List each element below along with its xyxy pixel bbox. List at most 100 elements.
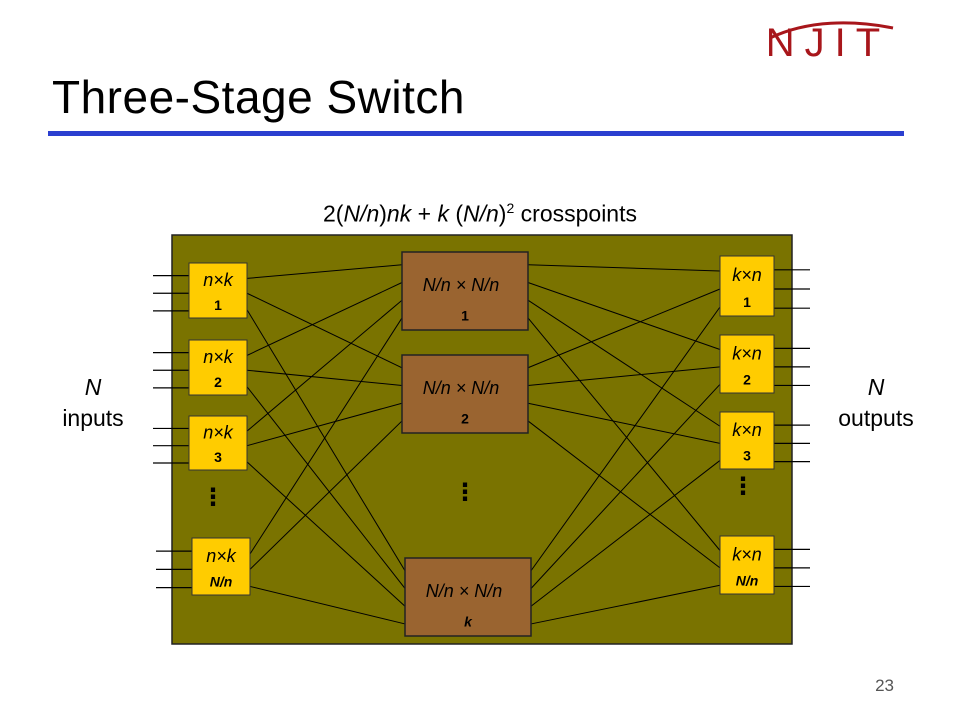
third-stage-switch-index: N/n: [736, 572, 759, 588]
first-stage-switch-index: 3: [214, 449, 222, 465]
link-middle-to-third: [530, 584, 721, 625]
first-stage-switch-label: n×k: [203, 347, 234, 367]
link-middle-to-third: [530, 460, 721, 607]
link-middle-to-third: [530, 306, 721, 572]
link-first-to-middle: [246, 309, 406, 572]
third-stage-switch: k×n 3: [719, 411, 775, 470]
formula-part: crosspoints: [514, 200, 637, 227]
formula-part: nk: [386, 200, 412, 227]
first-stage-switch: n×k 2: [188, 339, 248, 396]
link-middle-to-third: [527, 317, 721, 551]
formula-part: 2(: [323, 200, 344, 227]
link-middle-to-third: [527, 420, 721, 569]
njit-logo: NJIT: [766, 21, 894, 65]
middle-stage-switch-label: N/n × N/n: [423, 275, 500, 295]
inputs-n: N: [84, 374, 102, 400]
title-rule: [48, 131, 904, 136]
outputs-n: N: [867, 374, 885, 400]
ellipsis-markers: ⋮ ⋮ ⋮: [201, 473, 755, 511]
link-first-to-middle: [246, 402, 403, 447]
formula-part: ): [498, 200, 507, 227]
third-stage-switch-rect: [719, 334, 775, 394]
first-stage-switch-index: 1: [214, 297, 222, 313]
middle-stage-switch-label: N/n × N/n: [423, 378, 500, 398]
formula-part: N/n: [463, 200, 499, 227]
third-stage-switch: k×n 2: [719, 334, 775, 394]
middle-stage-switch-index: 2: [461, 411, 469, 427]
link-first-to-middle: [249, 420, 403, 570]
inputs-label: N inputs: [48, 372, 138, 434]
link-first-to-middle: [246, 461, 406, 607]
first-stage-switch: n×k 1: [188, 262, 248, 319]
link-first-to-middle: [246, 264, 403, 279]
external-lines: [153, 269, 810, 589]
first-stage-switch-rect: [188, 415, 248, 471]
ellipsis-marker: ⋮: [453, 479, 477, 506]
middle-stage-switch: N/n × N/n 1: [401, 251, 529, 331]
middle-stage-switch-rect: [401, 354, 529, 434]
link-first-to-middle: [246, 299, 403, 432]
outputs-label: N outputs: [826, 372, 926, 434]
link-first-to-middle: [246, 282, 403, 356]
formula-part: ): [379, 200, 387, 227]
link-middle-to-third: [530, 383, 721, 589]
link-first-to-middle: [246, 292, 403, 369]
interstage-links: [246, 264, 721, 625]
link-middle-to-third: [527, 366, 721, 386]
link-middle-to-third: [527, 264, 721, 272]
middle-stage-switch-index: k: [464, 614, 473, 630]
link-middle-to-third: [527, 282, 721, 350]
first-stage-switch-index: N/n: [210, 573, 233, 589]
link-middle-to-third: [527, 288, 721, 369]
third-stage-switch: k×n 1: [719, 255, 775, 317]
third-stage-switch-index: 3: [743, 447, 751, 463]
middle-stage-switch-rect: [401, 251, 529, 331]
link-first-to-middle: [246, 386, 406, 589]
first-stage-switch: n×kN/n: [191, 537, 251, 596]
third-stage-switch-rect: [719, 411, 775, 470]
ellipsis-marker: ⋮: [731, 473, 755, 500]
first-stage-switch-label: n×k: [203, 270, 234, 290]
third-stage-switch-rect: [719, 535, 775, 595]
switch-boxes: n×k1n×k2n×k3n×kN/nk×n1k×n2k×n3k×nN/nN/n …: [188, 251, 775, 637]
page-number: 23: [875, 676, 894, 695]
middle-stage-switch-label: N/n × N/n: [426, 581, 503, 601]
middle-stage-switch: N/n × N/n k: [404, 557, 532, 637]
third-stage-switch-label: k×n: [732, 544, 762, 564]
link-middle-to-third: [527, 299, 721, 427]
crosspoints-formula: 2(N/n)nk + k (N/n)2 crosspoints: [0, 200, 960, 228]
third-stage-switch-rect: [719, 255, 775, 317]
link-first-to-middle: [249, 317, 403, 555]
slide-title: Three-Stage Switch: [52, 71, 465, 123]
njit-logo-swoosh: [769, 21, 894, 40]
third-stage-switch-index: 2: [743, 371, 751, 387]
first-stage-switch-label: n×k: [206, 546, 237, 566]
first-stage-switch-rect: [191, 537, 251, 596]
outputs-word: outputs: [838, 405, 914, 431]
middle-stage-switch-index: 1: [461, 308, 469, 324]
first-stage-switch: n×k 3: [188, 415, 248, 471]
first-stage-switch-label: n×k: [203, 423, 234, 443]
link-first-to-middle: [249, 585, 406, 625]
first-stage-switch-rect: [188, 262, 248, 319]
first-stage-switch-index: 2: [214, 374, 222, 390]
formula-part: +: [411, 200, 438, 227]
formula-exponent: 2: [506, 200, 515, 216]
third-stage-switch-label: k×n: [732, 265, 762, 285]
third-stage-switch-index: 1: [743, 294, 751, 310]
first-stage-switch-rect: [188, 339, 248, 396]
third-stage-switch-label: k×n: [732, 343, 762, 363]
ellipsis-marker: ⋮: [201, 484, 225, 511]
formula-part: (: [448, 200, 463, 227]
third-stage-switch-label: k×n: [732, 420, 762, 440]
link-first-to-middle: [246, 369, 403, 386]
third-stage-switch: k×nN/n: [719, 535, 775, 595]
inputs-word: inputs: [62, 405, 124, 431]
formula-part: k: [437, 200, 449, 227]
middle-stage-switch: N/n × N/n 2: [401, 354, 529, 434]
njit-logo-text: NJIT: [766, 21, 890, 65]
middle-stage-switch-rect: [404, 557, 532, 637]
formula-part: N/n: [343, 200, 380, 227]
link-middle-to-third: [527, 402, 721, 444]
